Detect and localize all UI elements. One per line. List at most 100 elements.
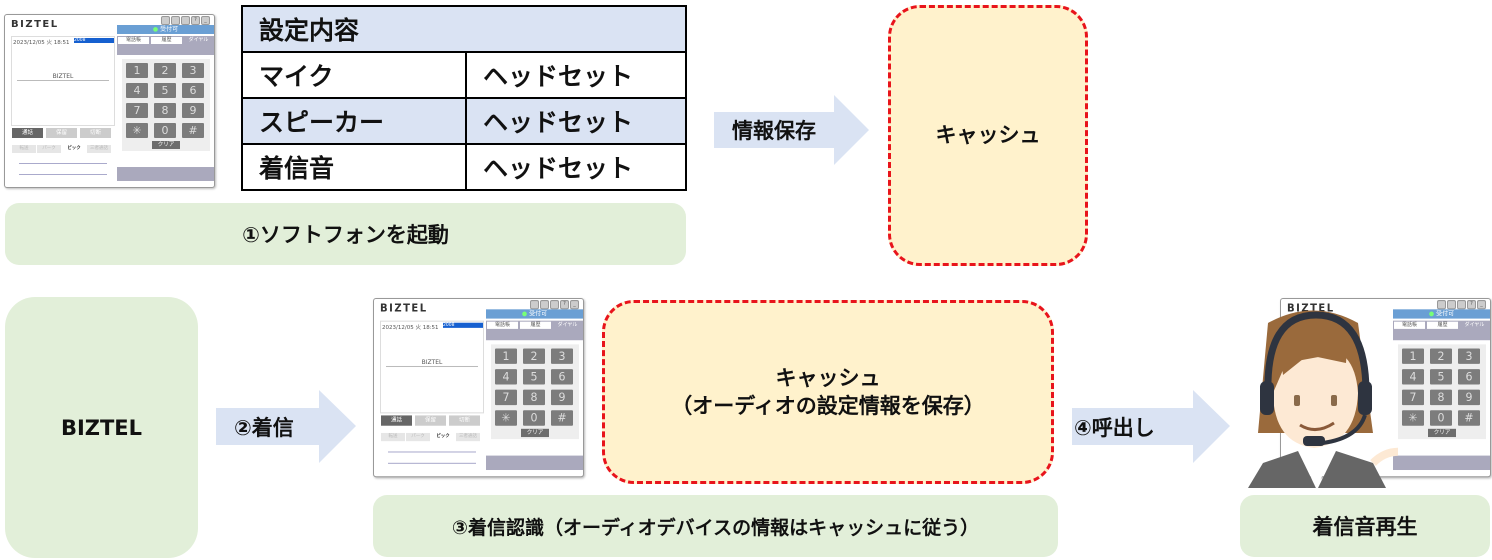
bottom-bar (117, 167, 214, 181)
mode-button-1[interactable]: パーク (37, 145, 61, 153)
dial-key[interactable]: ✳ (126, 123, 148, 138)
dial-key[interactable]: 4 (126, 83, 148, 98)
tab-2[interactable]: ダイヤル (188, 37, 209, 43)
dial-key[interactable]: 2 (1430, 348, 1452, 364)
dial-key[interactable]: 5 (1430, 369, 1452, 385)
tab-0[interactable]: 電話帳 (487, 321, 518, 329)
info-icon[interactable] (1447, 300, 1456, 310)
extension-number[interactable]: 2008 (443, 322, 483, 328)
call-button-1[interactable]: 保留 (46, 128, 77, 138)
dial-key[interactable]: 6 (1458, 369, 1480, 385)
mic-volume-slider[interactable] (388, 462, 476, 464)
status-badge[interactable]: ● 受付可 (1393, 309, 1490, 319)
dial-key[interactable]: 1 (126, 63, 148, 78)
bottom-bar (486, 455, 583, 471)
extension-number[interactable]: 2008 (74, 38, 114, 43)
tab-bar: 電話帳履歴ダイヤル (486, 320, 583, 341)
help-icon[interactable]: ? (191, 16, 200, 25)
dial-key[interactable]: 4 (1402, 369, 1424, 385)
dial-key[interactable]: 3 (551, 348, 573, 364)
dial-key[interactable]: 9 (182, 103, 204, 118)
dial-key[interactable]: # (1458, 410, 1480, 426)
ring-arrow: ④呼出し (1072, 390, 1230, 463)
mode-button-2[interactable]: ピック (431, 432, 455, 442)
mode-button-3[interactable]: 三者通話 (456, 432, 480, 442)
tab-1[interactable]: 履歴 (1427, 321, 1458, 329)
speaker-volume-slider[interactable] (388, 451, 476, 453)
dial-key[interactable]: 1 (1402, 348, 1424, 364)
call-button-1[interactable]: 保留 (415, 415, 446, 426)
dial-key[interactable]: 4 (495, 369, 517, 385)
dial-key[interactable]: 9 (1458, 389, 1480, 406)
dial-key[interactable]: 8 (523, 389, 545, 406)
mode-button-3[interactable]: 三者通話 (87, 145, 111, 153)
dial-key[interactable]: 2 (154, 63, 176, 78)
tab-1[interactable]: 履歴 (151, 37, 182, 44)
dial-key[interactable]: 0 (1430, 410, 1452, 426)
clear-button[interactable]: クリア (152, 141, 180, 149)
tab-0[interactable]: 電話帳 (118, 37, 149, 44)
dial-key[interactable]: 1 (495, 348, 517, 364)
clear-button[interactable]: クリア (521, 428, 549, 438)
mode-button-0[interactable]: 転送 (12, 145, 36, 153)
dial-key[interactable]: 6 (182, 83, 204, 98)
dial-key[interactable]: 7 (126, 103, 148, 118)
help-icon[interactable]: ? (560, 300, 569, 310)
call-button-2[interactable]: 切断 (449, 415, 480, 426)
minimize-icon[interactable]: _ (570, 300, 579, 310)
dial-key[interactable]: ✳ (495, 410, 517, 426)
table-row: スピーカーヘッドセット (241, 97, 687, 145)
mode-button-1[interactable]: パーク (406, 432, 430, 442)
dial-key[interactable]: # (182, 123, 204, 138)
bottom-bar (1393, 455, 1490, 471)
tab-2[interactable]: ダイヤル (557, 321, 578, 328)
status-badge[interactable]: ● 受付可 (486, 309, 583, 319)
dial-key[interactable]: 0 (523, 410, 545, 426)
info-icon[interactable] (540, 300, 549, 310)
dial-key[interactable]: 5 (523, 369, 545, 385)
info-icon[interactable] (171, 16, 180, 25)
gear-icon[interactable] (1457, 300, 1466, 310)
dial-key[interactable]: 2 (523, 348, 545, 364)
biztel-logo: BIZTEL (1287, 303, 1335, 315)
dial-key[interactable]: 3 (1458, 348, 1480, 364)
setting-value: ヘッドセット (465, 143, 687, 191)
dial-key[interactable]: 7 (1402, 389, 1424, 406)
power-icon[interactable] (1437, 300, 1446, 310)
dial-key[interactable]: 9 (551, 389, 573, 406)
mode-button-2[interactable]: ピック (62, 145, 86, 153)
help-icon[interactable]: ? (1467, 300, 1476, 310)
dial-key[interactable]: 6 (551, 369, 573, 385)
power-icon[interactable] (530, 300, 539, 310)
mode-button-0[interactable]: 転送 (381, 432, 405, 442)
dial-key[interactable]: 8 (1430, 389, 1452, 406)
call-button-2[interactable]: 切断 (80, 128, 111, 138)
call-button-0[interactable]: 通話 (12, 128, 43, 138)
gear-icon[interactable] (550, 300, 559, 310)
dial-key[interactable]: 3 (182, 63, 204, 78)
dial-key[interactable]: # (551, 410, 573, 426)
display-brand: BIZTEL (17, 73, 109, 81)
minimize-icon[interactable]: _ (201, 16, 210, 25)
dial-key[interactable]: 5 (154, 83, 176, 98)
tab-2[interactable]: ダイヤル (1464, 321, 1485, 328)
dial-key[interactable]: ✳ (1402, 410, 1424, 426)
dial-key[interactable]: 8 (154, 103, 176, 118)
call-button-0[interactable]: 通話 (381, 415, 412, 426)
dial-key[interactable]: 7 (495, 389, 517, 406)
dial-key[interactable]: 0 (154, 123, 176, 138)
tab-1[interactable]: 履歴 (520, 321, 551, 329)
clear-button[interactable]: クリア (1428, 428, 1456, 438)
incoming-arrow: ②着信 (216, 390, 356, 463)
power-icon[interactable] (161, 16, 170, 25)
tab-0[interactable]: 電話帳 (1394, 321, 1425, 329)
speaker-volume-slider[interactable] (19, 163, 107, 164)
mic-volume-slider[interactable] (19, 174, 107, 175)
check-icon: ● (152, 26, 159, 33)
gear-icon[interactable] (181, 16, 190, 25)
minimize-icon[interactable]: _ (1477, 300, 1486, 310)
status-badge[interactable]: ● 受付可 (117, 25, 214, 34)
